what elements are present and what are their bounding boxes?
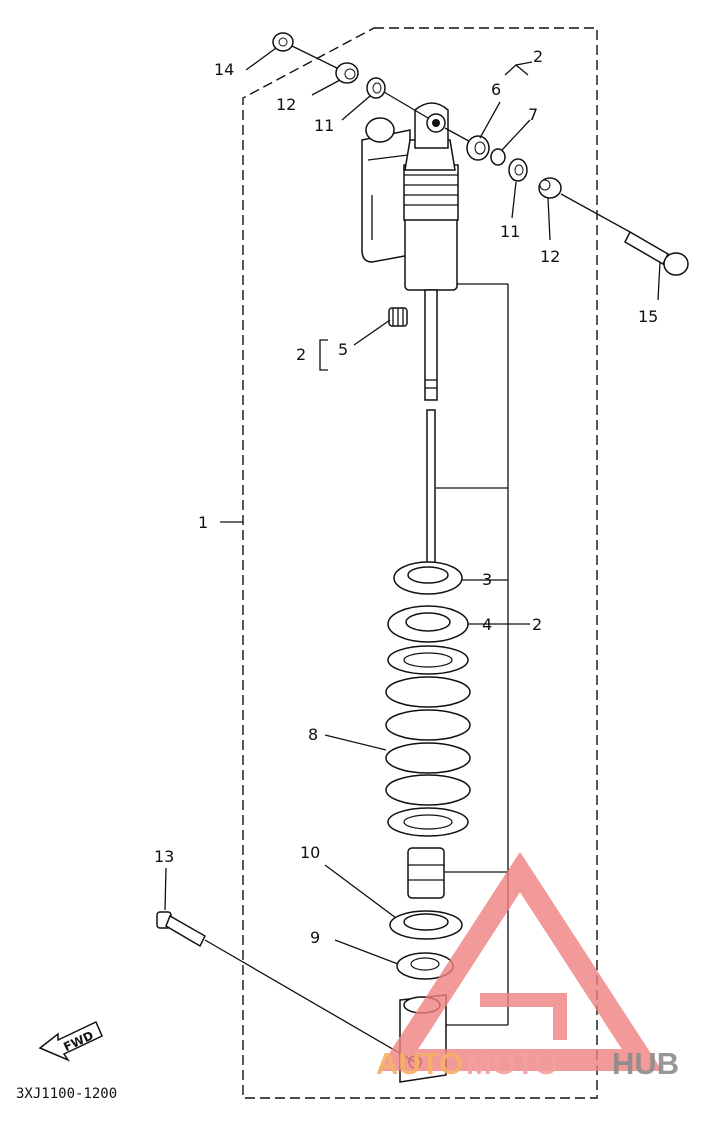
part-10-spring-seat	[389, 910, 463, 940]
label-6: 6	[491, 80, 501, 99]
part-15-bolt	[624, 230, 689, 276]
bump-stop	[407, 847, 445, 899]
label-9: 9	[310, 928, 320, 947]
label-13: 13	[154, 847, 174, 866]
label-4: 4	[482, 615, 492, 634]
part-5-bushing	[388, 307, 408, 327]
label-3: 3	[482, 570, 492, 589]
part-7-circlip	[490, 148, 506, 166]
label-11-left: 11	[314, 116, 334, 135]
watermark-moto: MOTO	[466, 1046, 558, 1081]
part-12-collar-left	[335, 62, 359, 84]
label-15: 15	[638, 307, 658, 326]
label-8: 8	[308, 725, 318, 744]
label-11-right: 11	[500, 222, 520, 241]
part-6-bearing	[444, 127, 490, 161]
fwd-arrow: FWD	[38, 1020, 103, 1062]
label-12-left: 12	[276, 95, 296, 114]
shock-shaft	[424, 289, 438, 576]
part-14-nut	[272, 32, 346, 73]
watermark-auto: AUTO	[376, 1046, 463, 1081]
part-4-adjuster	[387, 605, 469, 643]
label-10: 10	[300, 843, 320, 862]
bracket-top-6-7	[504, 61, 533, 76]
watermark-text: AUTO MOTO HUB	[376, 1046, 679, 1081]
label-2-right: 2	[532, 615, 542, 634]
part-12-collar-right	[538, 177, 631, 233]
shock-body	[403, 102, 459, 291]
label-1: 1	[198, 513, 208, 532]
watermark-hub: HUB	[612, 1046, 679, 1081]
part-3-locknut	[393, 561, 463, 595]
reservoir	[361, 117, 411, 263]
part-11-seal-right	[508, 158, 528, 182]
diagram-code: 3XJ1100-1200	[16, 1086, 117, 1102]
part-13-bolt	[156, 911, 416, 1063]
assembly-boundary	[242, 27, 598, 1099]
part-11-seal-left	[366, 77, 429, 119]
label-14: 14	[214, 60, 234, 79]
label-2-top: 2	[533, 47, 543, 66]
label-7: 7	[528, 105, 538, 124]
label-12-right: 12	[540, 247, 560, 266]
label-5: 5	[338, 340, 348, 359]
label-2-left: 2	[296, 345, 306, 364]
label-leaders	[164, 47, 661, 965]
watermark-logo	[377, 851, 663, 1071]
part-8-spring	[385, 645, 471, 837]
bracket-left-5	[319, 339, 328, 371]
